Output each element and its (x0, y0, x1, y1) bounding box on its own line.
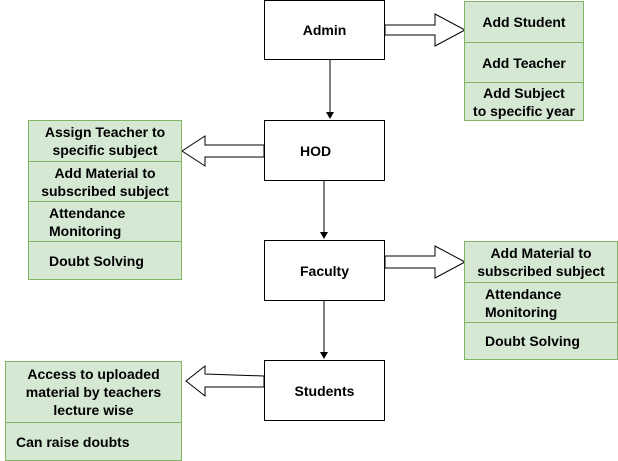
task-item: Add Material to subscribed subject (477, 245, 605, 279)
faculty-label: Faculty (299, 262, 349, 279)
hod-tasks-panel: Assign Teacher to specific subject Add M… (28, 120, 182, 280)
admin-label: Admin (302, 22, 347, 38)
task-item: Add Teacher (465, 42, 583, 82)
hod-box: HOD (264, 120, 385, 181)
block-arrow-hod-tasks (181, 135, 265, 167)
task-item: Assign Teacher to specific subject (44, 124, 166, 158)
task-item: Attendance Monitoring (465, 282, 617, 322)
task-item: Add Material to subscribed subject (29, 161, 181, 201)
block-arrow-student-tasks (185, 364, 265, 398)
task-item: Doubt Solving (29, 241, 181, 279)
task-item: Add Subject to specific year (465, 82, 583, 120)
students-label: Students (294, 382, 355, 399)
admin-box: Admin (264, 0, 385, 60)
task-item: Access to uploaded material by teachers … (25, 366, 162, 418)
student-tasks-panel: Access to uploaded material by teachers … (5, 361, 182, 461)
task-item: Can raise doubts (6, 422, 181, 460)
task-item: Add Student (482, 14, 566, 30)
students-box: Students (264, 360, 385, 421)
faculty-box: Faculty (264, 240, 385, 301)
hod-label: HOD (300, 142, 332, 159)
task-item: Attendance Monitoring (29, 201, 181, 241)
block-arrow-admin-tasks (384, 13, 467, 47)
faculty-tasks-panel: Add Material to subscribed subject Atten… (464, 241, 618, 360)
admin-tasks-panel: Add Student Add Teacher Add Subject to s… (464, 1, 584, 121)
task-item: Doubt Solving (465, 322, 617, 359)
block-arrow-faculty-tasks (384, 245, 467, 279)
